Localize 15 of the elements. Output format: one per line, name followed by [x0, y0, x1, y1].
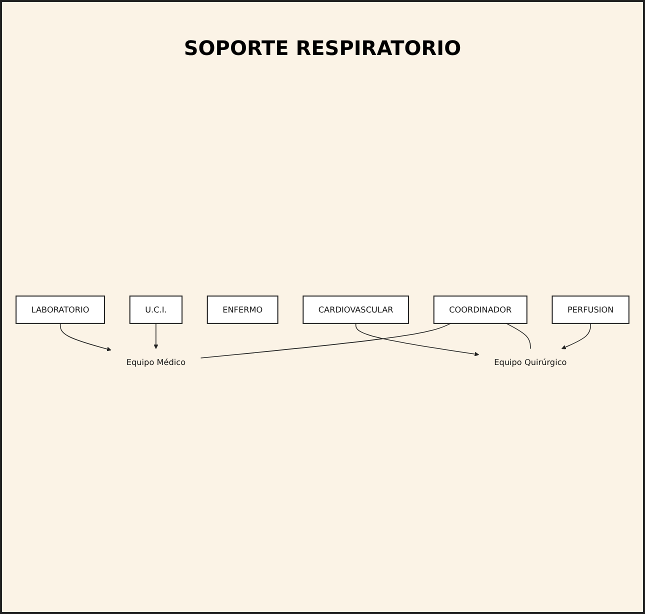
arrow: [154, 322, 158, 349]
node-box: CARDIOVASCULAR: [302, 295, 410, 324]
arrow: [60, 322, 112, 352]
node-box: PERFUSION: [552, 295, 630, 324]
node-box: LABORATORIO: [16, 295, 106, 324]
diagram-title: SOPORTE RESPIRATORIO: [184, 36, 462, 60]
arrow: [561, 322, 591, 350]
node-box: COORDINADOR: [433, 295, 528, 324]
connector: [506, 322, 531, 350]
node-box: U.C.I.: [129, 295, 183, 324]
connector: [200, 322, 452, 358]
arrow: [355, 322, 480, 356]
node-text: Equipo Quirúrgico: [494, 357, 567, 367]
node-box: ENFERMO: [206, 295, 278, 324]
node-text: Equipo Médico: [126, 357, 186, 367]
